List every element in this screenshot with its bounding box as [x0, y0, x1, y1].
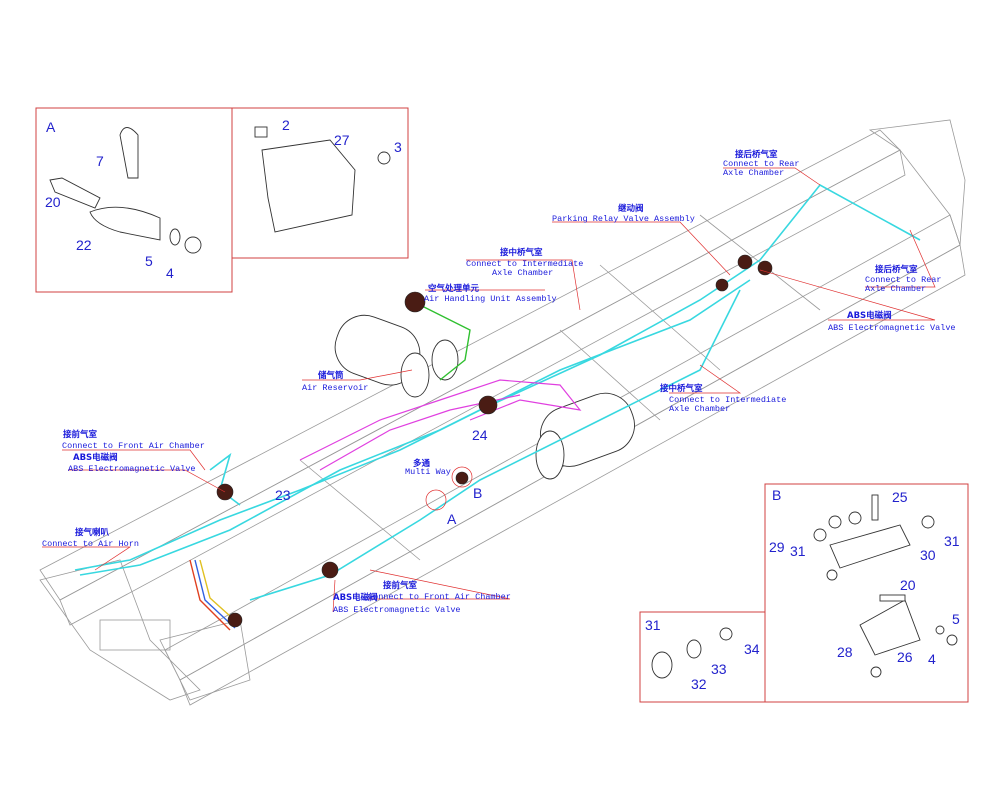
detail-31-title: 31: [645, 617, 661, 633]
leader-lines: [42, 167, 936, 613]
label-intermediate-mid: 接中桥气室 Connect to Intermediate Axle Chamb…: [660, 383, 786, 414]
part-number: 20: [900, 577, 916, 593]
label-cn: 多通: [413, 458, 431, 469]
part-number: 5: [145, 253, 153, 269]
label-parking-relay: 继动阀 Parking Relay Valve Assembly: [552, 203, 695, 224]
label-cn: 继动阀: [618, 203, 644, 214]
label-en: Axle Chamber: [492, 268, 553, 278]
label-en: Air Reservoir: [302, 383, 368, 393]
part-number: 4: [166, 265, 174, 281]
label-cn: 接后桥气室: [875, 264, 918, 275]
part-number: 28: [837, 644, 853, 660]
label-front-chamber-left: 接前气室 Connect to Front Air Chamber: [62, 429, 205, 451]
air-reservoir-tanks: [334, 314, 635, 480]
detail-b-inset: B 25 29 31 30 31 20 5 28 26 4 31 34 33 3…: [639, 483, 969, 703]
label-cn: 接前气室: [383, 580, 418, 591]
part-number: 27: [334, 132, 350, 148]
label-air-horn: 接气喇叭 Connect to Air Horn: [42, 527, 139, 549]
label-en: Axle Chamber: [865, 284, 926, 294]
chassis-frame: [39, 119, 966, 706]
label-en: Multi Way: [405, 467, 451, 477]
label-en: ABS Electromagnetic Valve: [333, 605, 461, 615]
label-air-reservoir: 储气筒 Air Reservoir: [302, 370, 368, 393]
part-number: 31: [790, 543, 806, 559]
part-number: 34: [744, 641, 760, 657]
label-en: Connect to Front Air Chamber: [368, 592, 511, 602]
label-air-handling: 空气处理单元 Air Handling Unit Assembly: [424, 283, 557, 304]
part-number: 29: [769, 539, 785, 555]
label-en: Axle Chamber: [669, 404, 730, 414]
callout-detail-a: A: [447, 511, 457, 527]
label-en: Parking Relay Valve Assembly: [552, 214, 695, 224]
air-pipes: [74, 183, 921, 631]
label-cn: 储气筒: [317, 370, 344, 381]
label-cn: ABS电磁阀: [333, 592, 378, 603]
part-number: 20: [45, 194, 61, 210]
label-en: ABS Electromagnetic Valve: [828, 323, 956, 333]
label-cn: 接后桥气室: [735, 149, 778, 160]
label-cn: 接中桥气室: [660, 383, 703, 394]
label-multi-way: 多通 Multi Way: [405, 458, 451, 477]
detail-b-title: B: [772, 487, 781, 503]
label-en: Connect to Rear: [723, 159, 800, 169]
part-number: 2: [282, 117, 290, 133]
label-abs-left: ABS电磁阀 ABS Electromagnetic Valve: [68, 452, 196, 474]
detail-a-title: A: [46, 119, 56, 135]
part-number: 32: [691, 676, 707, 692]
label-intermediate-top: 接中桥气室 Connect to Intermediate Axle Chamb…: [466, 247, 583, 278]
part-number: 22: [76, 237, 92, 253]
label-en: Connect to Intermediate: [466, 259, 583, 269]
label-cn: ABS电磁阀: [847, 310, 892, 321]
part-number: 30: [920, 547, 936, 563]
label-en: Connect to Front Air Chamber: [62, 441, 205, 451]
label-en: Connect to Rear: [865, 275, 942, 285]
callout-24: 24: [472, 427, 488, 443]
label-abs-bottom: ABS电磁阀 ABS Electromagnetic Valve: [333, 592, 461, 615]
label-cn: 接中桥气室: [500, 247, 543, 258]
label-rear-axle-top: 接后桥气室 Connect to Rear Axle Chamber: [723, 149, 800, 178]
label-en: Axle Chamber: [723, 168, 784, 178]
label-en: Connect to Air Horn: [42, 539, 139, 549]
part-number: 3: [394, 139, 402, 155]
label-cn: ABS电磁阀: [73, 452, 118, 463]
detail-a-inset: A 7 20 22 5 4 2 27 3: [35, 107, 409, 293]
callout-detail-b: B: [473, 485, 482, 501]
part-number: 7: [96, 153, 104, 169]
part-number: 5: [952, 611, 960, 627]
label-abs-right: ABS电磁阀 ABS Electromagnetic Valve: [828, 310, 956, 333]
label-front-chamber-bottom: 接前气室 Connect to Front Air Chamber: [368, 580, 511, 602]
label-en: ABS Electromagnetic Valve: [68, 464, 196, 474]
part-number: 4: [928, 651, 936, 667]
callout-23: 23: [275, 487, 291, 503]
label-en: Connect to Intermediate: [669, 395, 786, 405]
part-number: 31: [944, 533, 960, 549]
label-rear-axle-right: 接后桥气室 Connect to Rear Axle Chamber: [865, 264, 942, 294]
valves: [216, 254, 773, 628]
label-en: Air Handling Unit Assembly: [424, 294, 557, 304]
multi-way-marker: [451, 466, 473, 488]
label-cn: 空气处理单元: [428, 283, 480, 294]
part-number: 26: [897, 649, 913, 665]
detail-a-marker: [425, 489, 447, 511]
label-cn: 接前气室: [63, 429, 98, 440]
part-number: 25: [892, 489, 908, 505]
part-number: 33: [711, 661, 727, 677]
label-cn: 接气喇叭: [75, 527, 110, 538]
